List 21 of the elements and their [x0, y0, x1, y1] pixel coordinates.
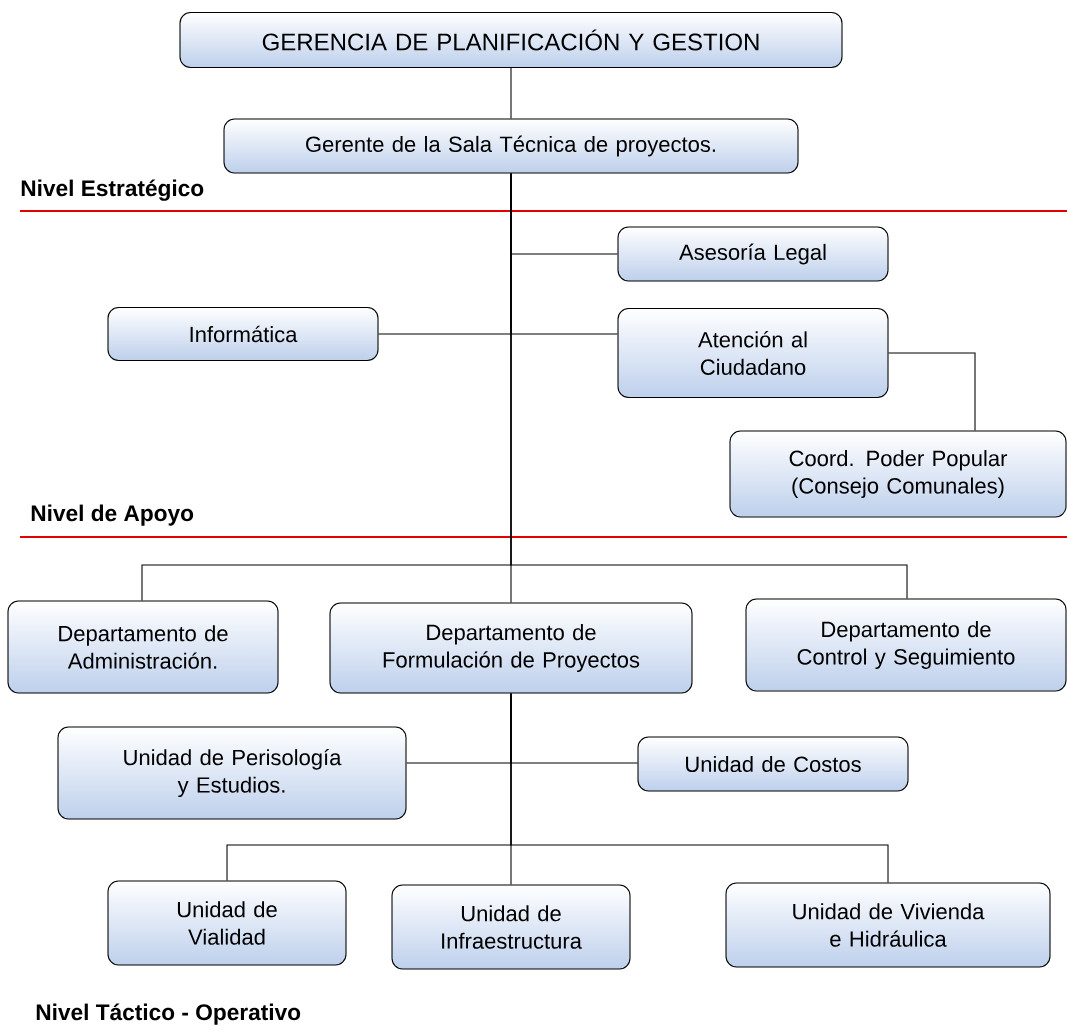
org-box: GERENCIA DE PLANIFICACIÓN Y GESTION: [179, 11, 843, 69]
org-box: Unidad de Vivienda e Hidráulica: [725, 882, 1051, 968]
org-box: Informática: [107, 306, 379, 362]
org-box: Unidad de Costos: [637, 736, 909, 792]
org-box: Gerente de la Sala Técnica de proyectos.: [223, 118, 799, 174]
org-box: Departamento de Administración.: [7, 600, 279, 694]
org-box: Unidad de Perisología y Estudios.: [57, 726, 407, 820]
org-box: Departamento de Formulación de Proyectos: [329, 602, 693, 694]
connector-line: [888, 352, 976, 431]
org-box: Unidad de Infraestructura: [391, 884, 631, 970]
org-box: Unidad de Vialidad: [107, 880, 347, 966]
org-box: Coord. Poder Popular (Consejo Comunales): [729, 430, 1067, 518]
level-label: Nivel Táctico - Operativo: [36, 1003, 301, 1025]
org-box: Departamento de Control y Seguimiento: [745, 598, 1067, 692]
connector-line: [510, 693, 889, 883]
org-box: Asesoría Legal: [617, 226, 889, 282]
level-label: Nivel Estratégico: [21, 179, 204, 201]
level-label: Nivel de Apoyo: [31, 504, 194, 526]
connector-line: [510, 67, 512, 119]
org-box: Atención al Ciudadano: [617, 307, 889, 399]
connector-line: [510, 173, 908, 599]
